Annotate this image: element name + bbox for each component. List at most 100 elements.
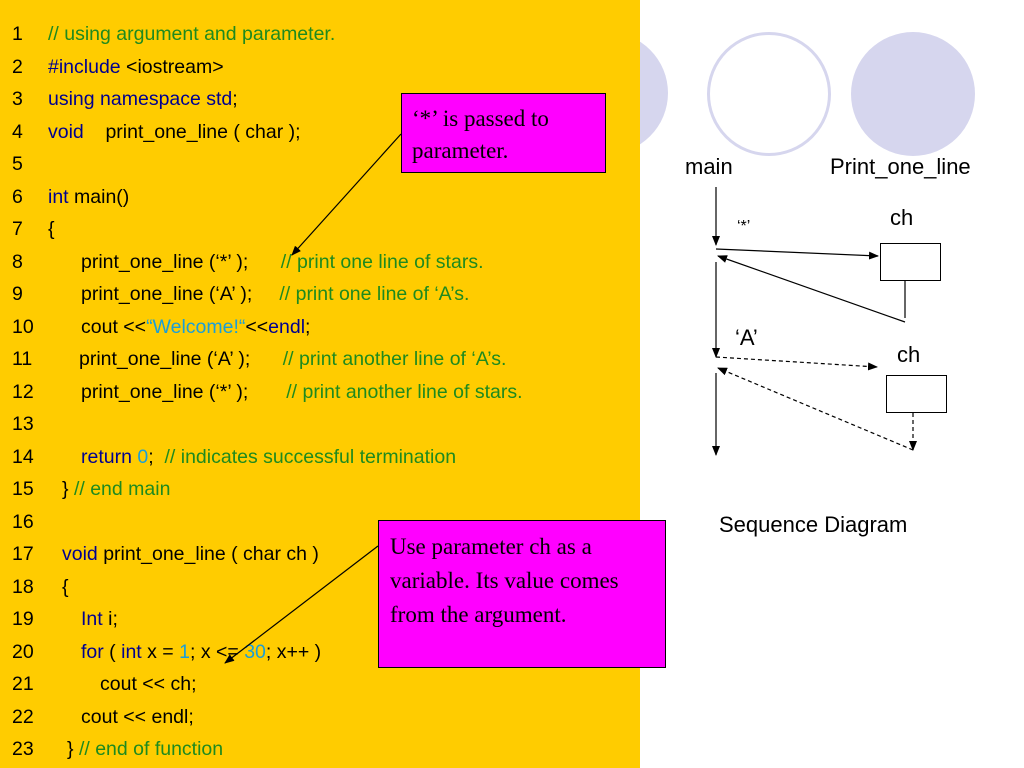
code-text: print_one_line (‘A’ ); // print one line…: [81, 278, 469, 310]
code-token: }: [62, 478, 74, 500]
code-token: // end main: [73, 478, 171, 500]
diagram-caption: Sequence Diagram: [719, 512, 908, 537]
code-token: void: [62, 543, 98, 565]
activation-box-1: [880, 243, 941, 281]
code-token: endl: [268, 315, 306, 338]
code-token: // using argument and parameter.: [48, 23, 336, 45]
line-number: 13: [12, 413, 34, 435]
code-text: print_one_line (‘A’ ); // print another …: [79, 343, 506, 375]
code-token: // print another line of ‘A’s.: [282, 348, 507, 370]
code-text: print_one_line (‘*’ ); // print another …: [81, 376, 523, 408]
line-number: 9: [12, 283, 23, 305]
code-token: cout << ch;: [100, 673, 197, 695]
code-token: {: [62, 575, 69, 598]
code-token: return: [81, 445, 132, 468]
code-token: print_one_line ( char );: [83, 120, 301, 143]
return-arrow-1: [717, 255, 906, 323]
code-text: void print_one_line ( char ch ): [62, 538, 319, 570]
code-text: {: [62, 571, 69, 603]
code-token: {: [48, 218, 55, 240]
lifeline-label-print-one-line: Print_one_line: [830, 154, 971, 179]
line-number: 6: [12, 185, 23, 208]
code-token: cout << endl;: [81, 705, 194, 728]
code-token: }: [67, 738, 79, 760]
line-number: 8: [12, 250, 23, 273]
code-text: } // end of function: [67, 733, 223, 765]
code-text: cout << ch;: [100, 668, 196, 700]
line-number: 16: [12, 510, 34, 533]
code-text: cout << endl;: [81, 701, 194, 733]
code-text: void print_one_line ( char );: [48, 116, 301, 148]
code-token: “Welcome!“: [146, 315, 246, 338]
callout-argument-passed-text: ‘*’ is passed to parameter.: [412, 106, 549, 163]
code-token: for: [81, 640, 104, 663]
line-number: 4: [12, 120, 23, 143]
decorative-circle-2: [707, 32, 831, 156]
lifeline-label-main: main: [685, 154, 733, 179]
line-number: 19: [12, 608, 34, 630]
line-number: 11: [12, 348, 33, 370]
code-token: print_one_line ( char ch ): [97, 543, 319, 565]
line-number: 20: [12, 640, 34, 663]
code-text: cout <<“Welcome!“<<endl;: [81, 311, 310, 343]
code-text: #include <iostream>: [48, 51, 224, 83]
line-number: 21: [12, 673, 34, 695]
code-token: int: [121, 640, 142, 663]
line-number: 12: [12, 380, 34, 403]
code-token: using namespace std: [48, 88, 233, 110]
code-token: // indicates successful termination: [164, 445, 457, 468]
code-token: ; x <=: [189, 640, 245, 663]
code-text: for ( int x = 1; x <= 30; x++ ): [81, 636, 321, 668]
code-token: int: [48, 185, 69, 208]
parameter-label-ch-1: ch: [890, 205, 914, 230]
line-number: 17: [12, 543, 34, 565]
code-token: 1: [179, 640, 190, 663]
code-token: 30: [244, 640, 266, 663]
code-token: Int: [81, 608, 103, 630]
line-number: 10: [12, 315, 34, 338]
line-number: 14: [12, 445, 34, 468]
code-token: // print one line of ‘A’s.: [279, 283, 470, 305]
line-number: 18: [12, 575, 34, 598]
line-number: 2: [12, 55, 23, 78]
code-token: i;: [102, 608, 118, 630]
code-text: print_one_line (‘*’ ); // print one line…: [81, 246, 483, 278]
callout-argument-passed: ‘*’ is passed to parameter.: [401, 93, 606, 173]
code-text: int main(): [48, 181, 129, 213]
argument-label-a: ‘A’: [735, 325, 758, 350]
code-token: cout <<: [81, 315, 147, 338]
code-token: print_one_line (‘A’ );: [81, 283, 280, 305]
code-text: return 0; // indicates successful termin…: [81, 441, 456, 473]
code-token: 0: [137, 445, 149, 468]
line-number: 15: [12, 478, 34, 500]
code-token: (: [103, 640, 122, 663]
return-arrow-2: [717, 367, 914, 451]
line-number: 7: [12, 218, 23, 240]
callout-use-parameter-text: Use parameter ch as a variable. Its valu…: [390, 534, 619, 627]
code-text: {: [48, 213, 55, 245]
line-number: 3: [12, 88, 23, 110]
argument-label-star: ‘*’: [737, 218, 751, 235]
code-token: print_one_line (‘*’ );: [81, 250, 281, 273]
code-token: ;: [232, 88, 238, 110]
activation-box-2: [886, 375, 947, 413]
parameter-label-ch-2: ch: [897, 342, 921, 367]
code-token: ; x++ ): [265, 640, 322, 663]
code-token: x =: [141, 640, 180, 663]
call-arrow-2: [715, 356, 878, 371]
code-token: void: [48, 120, 84, 143]
code-token: #include: [48, 55, 121, 78]
code-token: <iostream>: [120, 55, 224, 78]
code-token: // print one line of stars.: [280, 250, 484, 273]
callout-use-parameter: Use parameter ch as a variable. Its valu…: [378, 520, 666, 668]
code-token: print_one_line (‘A’ );: [79, 348, 283, 370]
line-number: 1: [12, 23, 23, 45]
code-text: using namespace std;: [48, 83, 238, 115]
code-text: } // end main: [62, 473, 170, 505]
code-token: main(): [68, 185, 130, 208]
line-number: 5: [12, 153, 23, 175]
code-text: Int i;: [81, 603, 118, 635]
code-text: // using argument and parameter.: [48, 18, 335, 50]
code-token: ;: [305, 315, 311, 338]
